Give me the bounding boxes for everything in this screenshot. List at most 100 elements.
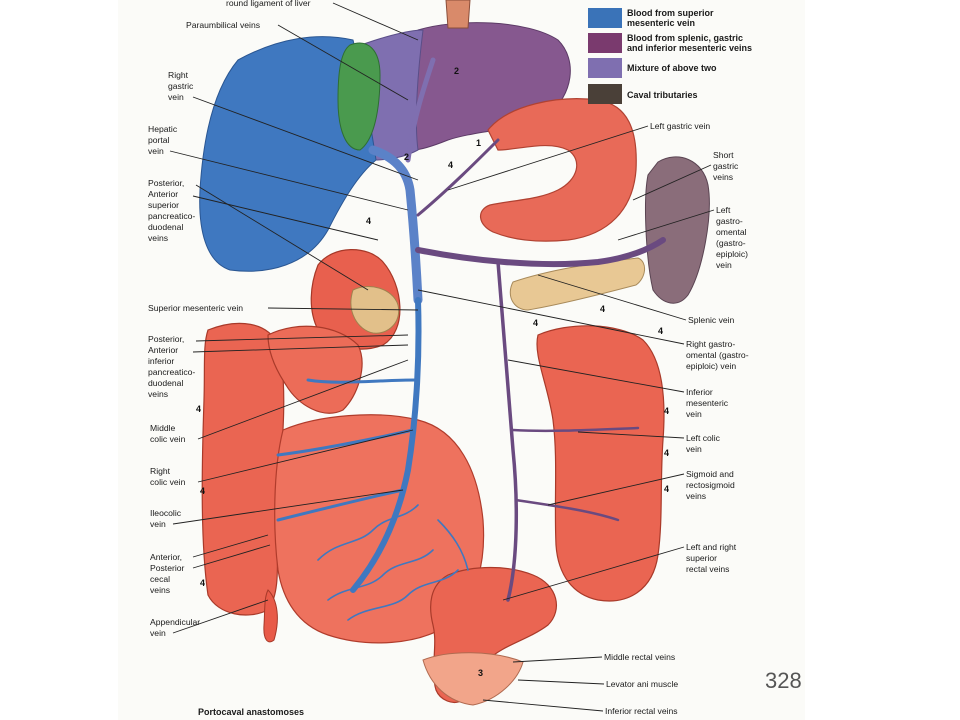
sigmoid-branch <box>514 498 620 522</box>
label-middle-rectal: Middle rectal veins <box>604 652 675 662</box>
label-left-gastric: Left gastric vein <box>650 121 710 131</box>
number-1: 1 <box>476 138 481 148</box>
gallbladder <box>337 42 381 151</box>
caption: Portocaval anastomoses <box>198 707 304 717</box>
label-inferior-mesenteric-2: mesenteric <box>686 398 729 408</box>
label-cecal-4: veins <box>150 585 170 595</box>
legend-text-1b: mesenteric vein <box>627 18 695 28</box>
number-2a: 2 <box>454 66 459 76</box>
label-post-ant-inf-6: veins <box>148 389 168 399</box>
label-right-gastric-3: vein <box>168 92 184 102</box>
number-2b: 2 <box>404 152 409 162</box>
label-left-colic-2: vein <box>686 444 702 454</box>
jejunal-arcades <box>317 504 469 621</box>
label-rgo-1: Right gastro- <box>686 339 735 349</box>
label-cecal-2: Posterior <box>150 563 185 573</box>
label-hepatic-portal-1: Hepatic <box>148 124 178 134</box>
label-splenic: Splenic vein <box>688 315 735 325</box>
left-gastric-vein-path <box>416 138 500 217</box>
legend-text-4: Caval tributaries <box>627 90 698 100</box>
label-right-colic-1: Right <box>150 466 171 476</box>
label-post-ant-inf-5: duodenal <box>148 378 183 388</box>
label-short-gastric-3: veins <box>713 172 733 182</box>
label-post-ant-inf-2: Anterior <box>148 345 178 355</box>
label-rgo-3: epiploic) vein <box>686 361 736 371</box>
label-lgo-5: epiploic) <box>716 249 748 259</box>
label-post-ant-sup-6: veins <box>148 233 168 243</box>
label-lgo-3: omental <box>716 227 747 237</box>
number-4e: 4 <box>658 326 663 336</box>
label-inferior-rectal: Inferior rectal veins <box>605 706 678 716</box>
label-sup-rectal-1: Left and right <box>686 542 737 552</box>
superior-mesenteric-vein-path <box>350 297 422 593</box>
label-hepatic-portal-3: vein <box>148 146 164 156</box>
label-post-ant-sup-2: Anterior <box>148 189 178 199</box>
label-cecal-1: Anterior, <box>150 552 182 562</box>
middle-colic-branch <box>306 378 418 384</box>
paraumbilical-vein-path <box>405 57 436 163</box>
label-right-gastric-1: Right <box>168 70 189 80</box>
label-sigmoid-1: Sigmoid and <box>686 469 734 479</box>
legend-swatch-4 <box>588 84 622 104</box>
label-lgo-4: (gastro- <box>716 238 746 248</box>
anastomosis-numbers: 1 2 2 3 4 4 4 4 4 4 4 4 4 4 4 <box>196 66 669 678</box>
label-post-ant-inf-1: Posterior, <box>148 334 184 344</box>
number-4f: 4 <box>196 404 201 414</box>
page-number: 328 <box>765 668 802 693</box>
label-inferior-mesenteric-3: vein <box>686 409 702 419</box>
legend-swatch-1 <box>588 8 622 28</box>
number-4i: 4 <box>664 484 669 494</box>
legend-swatch-3 <box>588 58 622 78</box>
right-labels: Left gastric vein Short gastric veins Le… <box>417 121 749 716</box>
number-3: 3 <box>478 668 483 678</box>
label-lgo-1: Left <box>716 205 731 215</box>
ileocolic-branch <box>276 488 405 522</box>
left-colic-branch <box>511 426 640 433</box>
stomach <box>480 98 637 242</box>
legend-swatch-2 <box>588 33 622 53</box>
hepatic-portal-vein <box>368 145 423 305</box>
levator-ani <box>422 652 524 706</box>
transverse-colon-right <box>267 325 363 414</box>
label-middle-colic-2: colic vein <box>150 434 186 444</box>
label-right-colic-2: colic vein <box>150 477 186 487</box>
label-cecal-3: cecal <box>150 574 170 584</box>
label-post-ant-inf-4: pancreatico- <box>148 367 195 377</box>
legend-text-1a: Blood from superior <box>627 8 714 18</box>
label-lgo-2: gastro- <box>716 216 743 226</box>
portal-venous-diagram: Blood from superior mesenteric vein Bloo… <box>148 0 752 717</box>
label-post-ant-sup-3: superior <box>148 200 179 210</box>
number-4b: 4 <box>366 216 371 226</box>
label-sup-rectal-3: rectal veins <box>686 564 729 574</box>
inferior-mesenteric-vein-path <box>496 260 519 602</box>
descending-colon <box>536 325 665 602</box>
label-superior-mesenteric: Superior mesenteric vein <box>148 303 243 313</box>
number-4k: 4 <box>200 578 205 588</box>
label-ileocolic-2: vein <box>150 519 166 529</box>
label-post-ant-sup-1: Posterior, <box>148 178 184 188</box>
number-4c: 4 <box>533 318 538 328</box>
label-lgo-6: vein <box>716 260 732 270</box>
label-sup-rectal-2: superior <box>686 553 717 563</box>
label-paraumbilical: Paraumbilical veins <box>186 20 260 30</box>
number-4h: 4 <box>664 448 669 458</box>
liver-right-lobe <box>199 36 377 272</box>
spleen <box>645 156 710 304</box>
label-appendicular-2: vein <box>150 628 166 638</box>
label-ileocolic-1: Ileocolic <box>150 508 182 518</box>
label-short-gastric-1: Short <box>713 150 734 160</box>
label-post-ant-sup-5: duodenal <box>148 222 183 232</box>
number-4d: 4 <box>600 304 605 314</box>
label-middle-colic-1: Middle <box>150 423 176 433</box>
label-post-ant-inf-3: inferior <box>148 356 174 366</box>
label-appendicular-1: Appendicular <box>150 617 200 627</box>
label-round-ligament: round ligament of liver <box>226 0 311 8</box>
splenic-vein-path <box>415 237 666 268</box>
esophagus <box>445 0 471 29</box>
label-sigmoid-2: rectosigmoid <box>686 480 735 490</box>
anatomy-plate: Blood from superior mesenteric vein Bloo… <box>118 0 805 720</box>
appendix <box>263 589 278 643</box>
ascending-colon <box>201 322 285 616</box>
label-left-colic-1: Left colic <box>686 433 721 443</box>
